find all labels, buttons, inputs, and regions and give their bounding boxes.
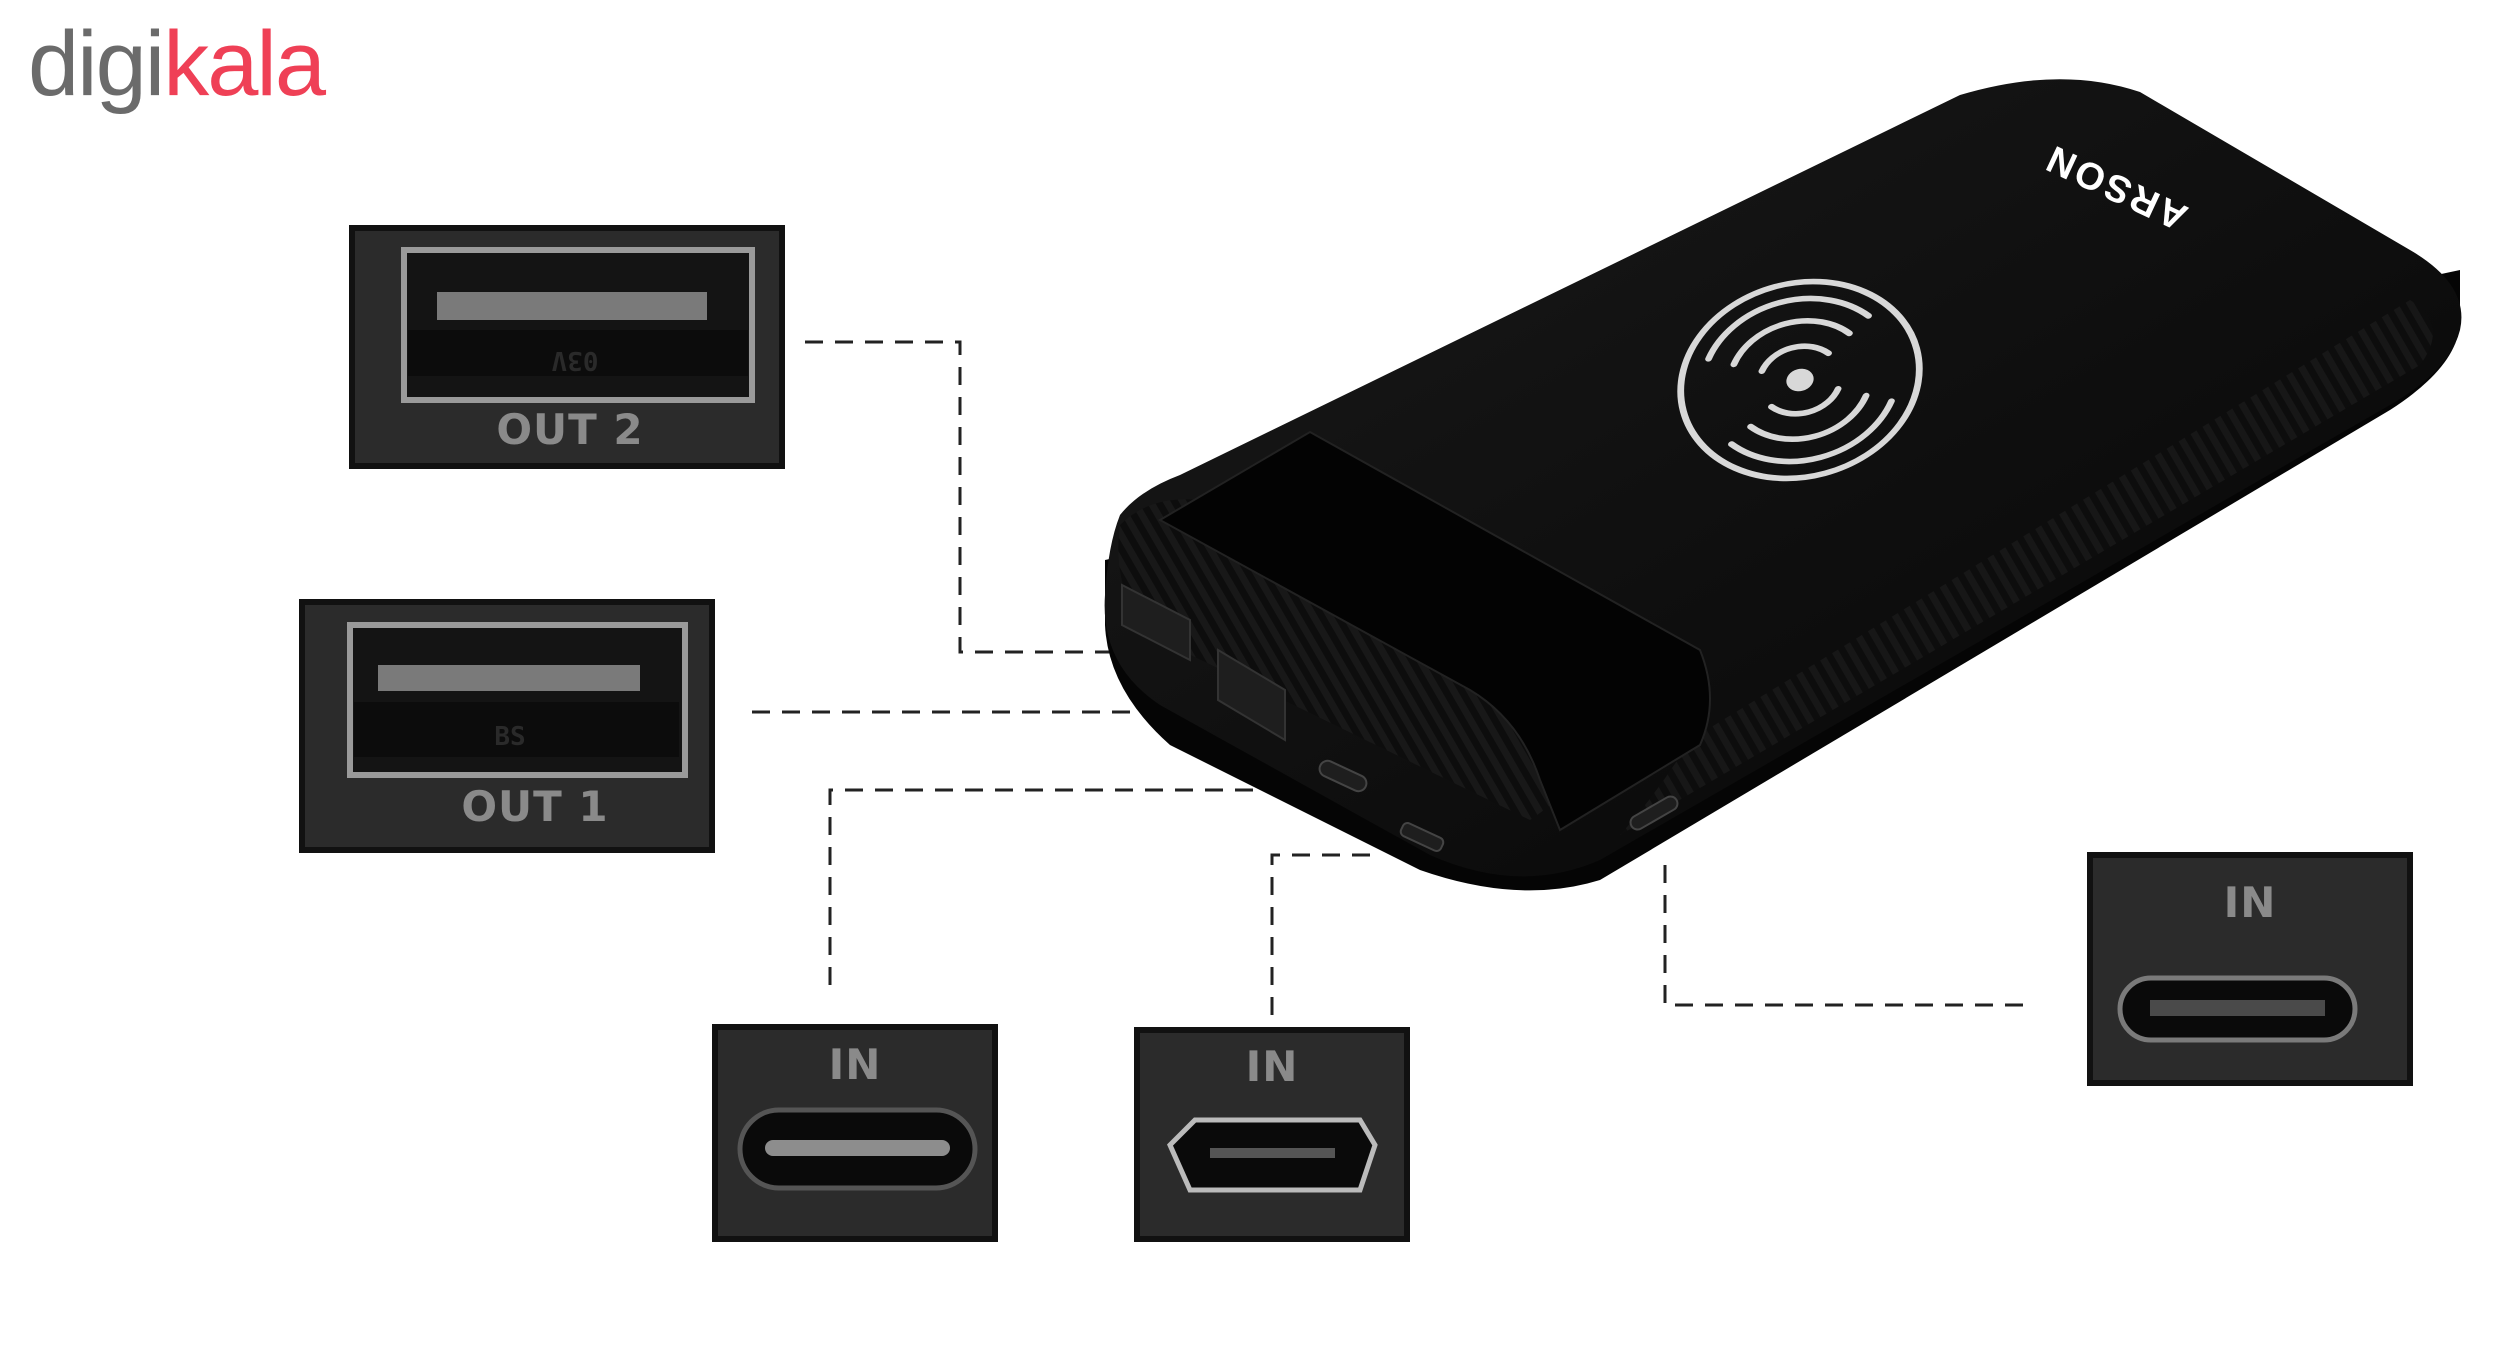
power-bank — [1104, 79, 2462, 891]
wireless-charging-icon — [1677, 278, 1923, 482]
glossy-panel — [1157, 430, 1711, 832]
marking-out1: BS — [494, 722, 526, 752]
port-inset-out2 — [349, 225, 785, 469]
marking-out2: 03V — [551, 345, 599, 375]
logo-part-kala: kala — [163, 13, 326, 115]
connector-lines — [752, 340, 2030, 1015]
device-port-usbc — [1318, 759, 1368, 793]
device-port-micro — [1399, 822, 1445, 852]
port-inset-out1 — [299, 599, 715, 853]
carbon-texture-front — [1118, 499, 1600, 820]
label-out1: OUT 1 — [461, 782, 609, 831]
connector-in-lightning — [1663, 865, 2030, 1007]
digikala-logo: digikala — [28, 18, 326, 110]
label-in-usbc: IN — [828, 1040, 882, 1089]
carbon-texture-right — [1620, 300, 2433, 835]
device-port-usb-a-1 — [1121, 583, 1191, 662]
label-in-lightning: IN — [2223, 878, 2277, 927]
connector-in-usbc — [828, 788, 1300, 985]
connector-in-micro — [1270, 853, 1380, 1015]
logo-part-digi: digi — [28, 13, 165, 115]
device-port-lightning — [1629, 795, 1679, 831]
device-port-usb-a-2 — [1217, 648, 1286, 742]
connector-out2 — [805, 340, 1118, 654]
label-out2: OUT 2 — [496, 405, 644, 454]
label-in-micro: IN — [1245, 1042, 1299, 1091]
port-inset-in-lightning — [2087, 852, 2413, 1086]
port-inset-in-usbc — [712, 1024, 998, 1242]
port-inset-in-micro — [1134, 1027, 1410, 1242]
